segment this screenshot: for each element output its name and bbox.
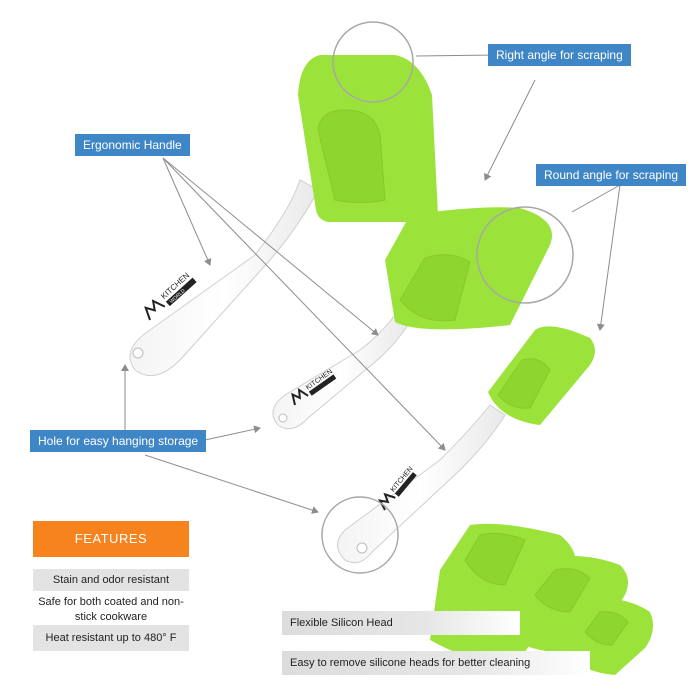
medium-spatula-head-inner [399,254,471,322]
magnifier-circle-right-angle [332,21,414,103]
magnifier-circle-round-angle [476,206,574,304]
large-spatula-hole [132,347,144,359]
medium-spatula-handle [272,314,409,430]
large-spatula-head-inner [317,109,386,203]
callout-round-angle: Round angle for scraping [536,164,687,186]
small-spatula-hole [356,542,368,554]
bar-removable-heads: Easy to remove silicone heads for better… [282,651,590,675]
features-panel: FEATURES Stain and odor resistant Safe f… [33,521,189,681]
callout-hole: Hole for easy hanging storage [30,430,207,452]
features-header: FEATURES [33,521,189,557]
large-spatula-handle [129,179,319,377]
callout-right-angle: Right angle for scraping [488,44,631,66]
feature-item: Heat resistant up to 480° F [33,625,189,651]
medium-spatula-hole [278,413,288,423]
feature-item: Safe for both coated and non-stick cookw… [33,591,189,625]
small-spatula-handle [337,404,506,564]
bar-flexible-silicon-head: Flexible Silicon Head [282,611,520,635]
features-spacer [33,557,189,569]
magnifier-circle-hole [321,496,399,574]
callout-ergonomic-handle: Ergonomic Handle [75,134,190,156]
feature-item: Stain and odor resistant [33,569,189,591]
pointer-lines [121,54,621,514]
small-spatula: KITCHEN [337,326,595,564]
medium-spatula: KITCHEN [272,207,552,430]
small-spatula-head-inner [497,358,551,409]
